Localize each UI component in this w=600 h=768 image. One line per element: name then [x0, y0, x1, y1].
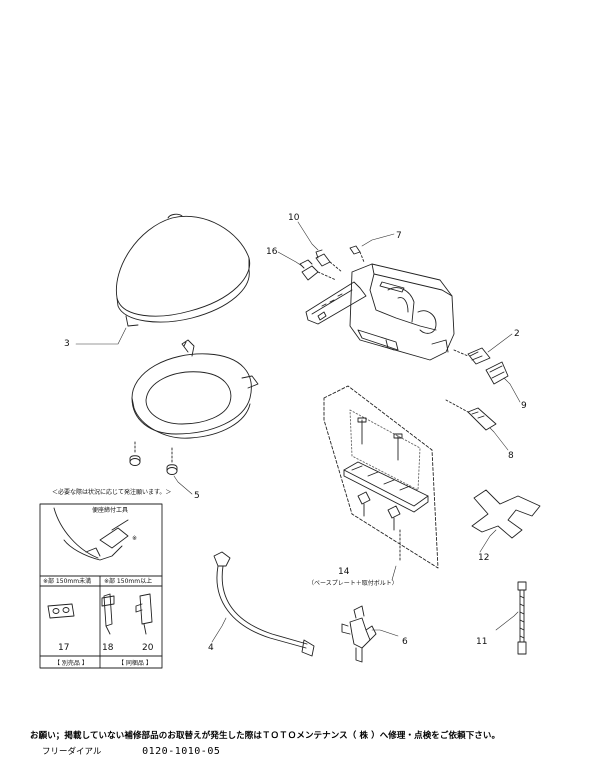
- part-number-9: 9: [521, 401, 527, 411]
- inset-text: ＜必要な際は状況に応じて発注願います。＞ 便座締付工具 ※ ※部 150mm未満…: [43, 488, 171, 667]
- supply-hose-4: [213, 551, 315, 657]
- stop-valve-6: [341, 605, 377, 663]
- base-plate-note: （ベースプレート＋取付ボルト）: [308, 579, 398, 587]
- part-number-4: 4: [208, 643, 214, 653]
- part-number-17: 17: [58, 643, 69, 653]
- toilet-lid: [115, 213, 251, 327]
- part-number-20: 20: [142, 643, 154, 653]
- inset-header: ＜必要な際は状況に応じて発注願います。＞: [52, 488, 171, 496]
- base-plate-assembly: [323, 385, 439, 569]
- filter-9: [485, 361, 509, 385]
- freedial-number: 0120-1010-05: [142, 746, 221, 757]
- filter-2: [453, 347, 491, 365]
- condition-under-150: ※部 150mm未満: [43, 577, 91, 585]
- toilet-seat: [131, 339, 259, 439]
- part-number-10: 10: [288, 213, 300, 223]
- leader-lines: [75, 221, 521, 643]
- optional-tools-inset: [39, 503, 163, 669]
- part-number-5: 5: [194, 491, 200, 501]
- washlet-main-unit: [305, 263, 455, 361]
- footer-request-note: お願い；掲載していない補修部品のお取替えが発生した際はＴＯＴＯメンテナンス（ 株…: [30, 731, 501, 741]
- part-number-12: 12: [478, 553, 489, 563]
- sold-separately-label: 【 別売品 】: [54, 659, 88, 667]
- part-8: [445, 399, 497, 431]
- part-number-3: 3: [64, 339, 70, 349]
- connector-10: [315, 249, 343, 273]
- part-number-14: 14: [338, 567, 350, 577]
- part-number-7: 7: [396, 231, 402, 241]
- part-number-8: 8: [508, 451, 514, 461]
- included-label: 【 同梱品 】: [118, 659, 152, 667]
- flex-hose-11: [517, 581, 527, 655]
- part-number-18: 18: [102, 643, 114, 653]
- cap-7: [349, 245, 365, 263]
- part-number-6: 6: [402, 637, 408, 647]
- spanner-12: [471, 489, 541, 539]
- tool-label: 便座締付工具: [92, 506, 128, 514]
- seat-bumper-5: [129, 441, 178, 475]
- part-numbers: 3 5 10 16 7 2 9 8 12 14 （ベースプレート＋取付ボルト） …: [64, 213, 527, 653]
- freedial-label: フリーダイアル: [42, 747, 102, 757]
- part-number-16: 16: [266, 247, 278, 257]
- part-number-11: 11: [476, 637, 487, 647]
- part-number-2: 2: [514, 329, 520, 339]
- mark-symbol: ※: [132, 535, 137, 542]
- condition-over-150: ※部 150mm以上: [104, 577, 152, 585]
- footer-freedial: フリーダイアル 0120-1010-05: [42, 745, 220, 757]
